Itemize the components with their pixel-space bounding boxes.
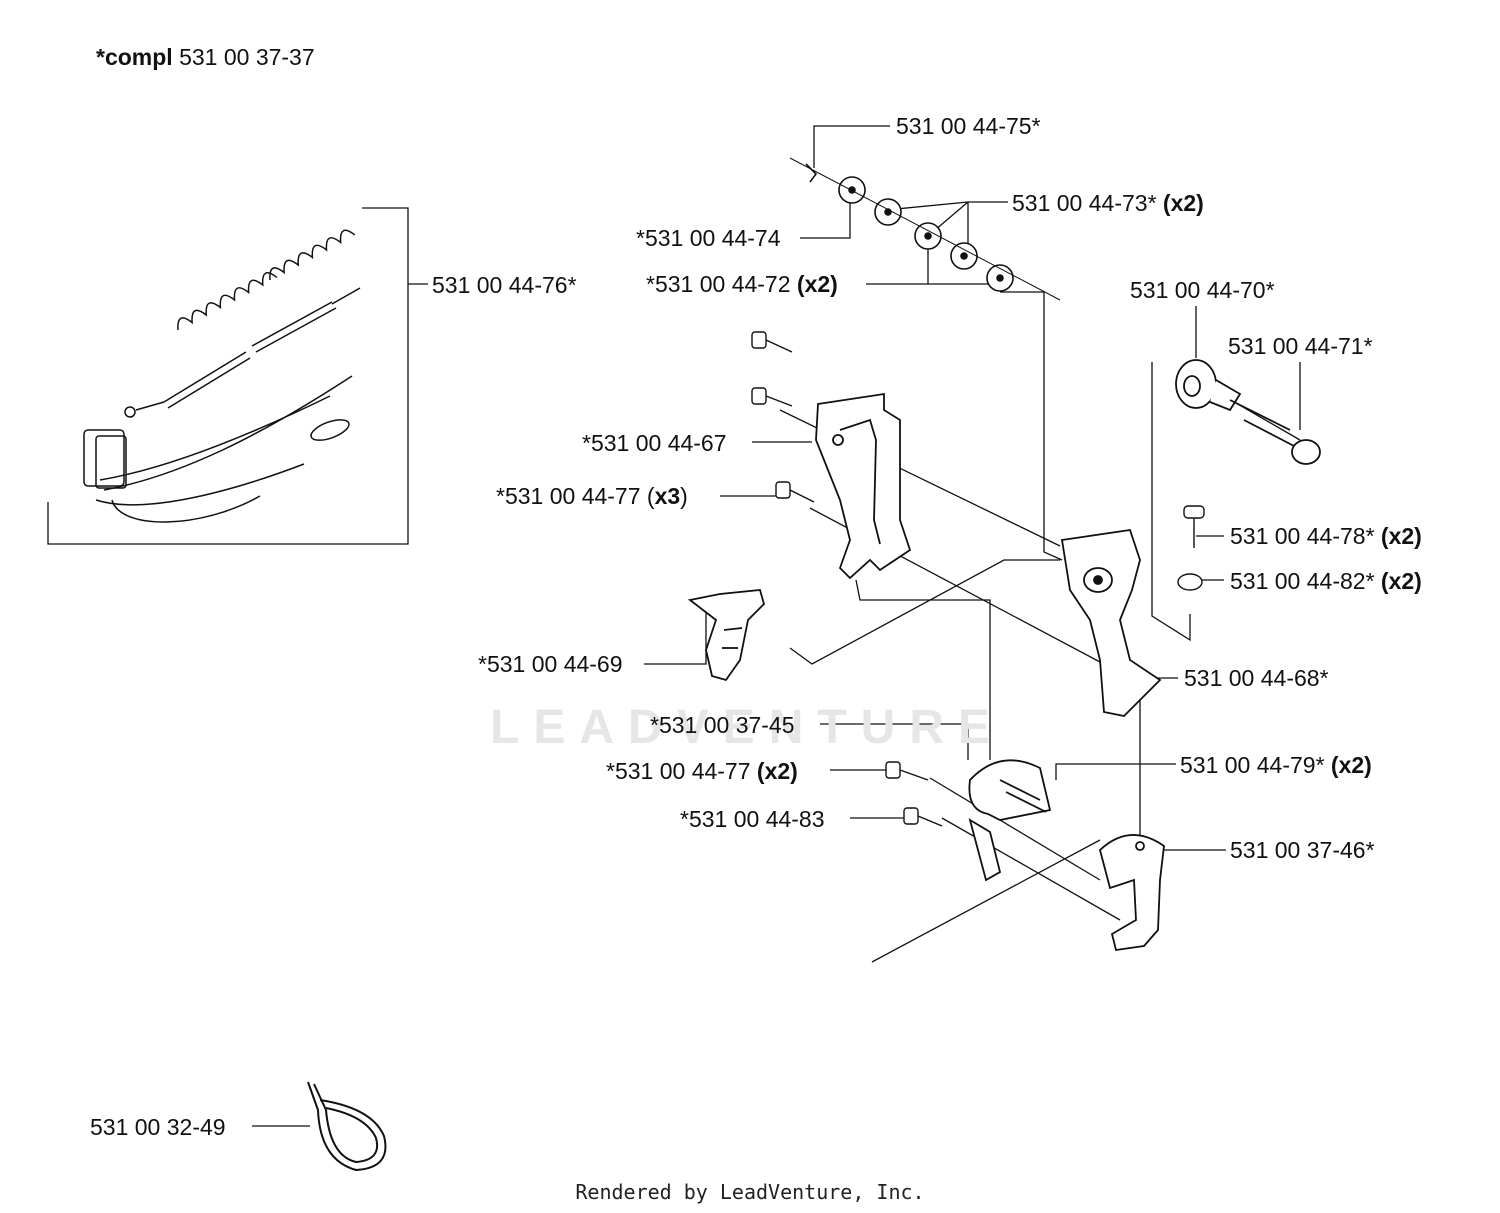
callout-text: 531 00 44-70*: [1130, 277, 1275, 303]
callout-531-00-44-69[interactable]: *531 00 44-69: [478, 651, 623, 677]
spring-2: [269, 229, 356, 281]
callout-531-00-44-75[interactable]: 531 00 44-75*: [896, 113, 1041, 139]
cable-tie: [307, 1081, 387, 1172]
handle-right-half: [1060, 528, 1162, 717]
header-prefix: *compl: [96, 44, 173, 70]
callout-531-00-44-79[interactable]: 531 00 44-79* (x2): [1180, 752, 1372, 778]
callout-text: *531 00 44-67: [582, 430, 727, 456]
trigger: [687, 589, 766, 682]
callout-text: 531 00 44-79*: [1180, 752, 1325, 778]
render-credit: Rendered by LeadVenture, Inc.: [575, 1180, 925, 1204]
cable-kit: [83, 229, 361, 523]
callout-qty: (x2): [1380, 568, 1422, 594]
callout-text: 531 00 37-46*: [1230, 837, 1375, 863]
callout-text: 531 00 44-68*: [1184, 665, 1329, 691]
callout-531-00-44-82[interactable]: 531 00 44-82* (x2): [1230, 568, 1422, 594]
handle-left-half: [815, 392, 912, 580]
callout-qty: (x2): [1380, 523, 1422, 549]
control-knob: [1175, 359, 1321, 465]
callout-qty: (x2): [1330, 752, 1372, 778]
callout-531-00-44-71[interactable]: 531 00 44-71*: [1228, 333, 1373, 359]
callout-text: 531 00 44-75*: [896, 113, 1041, 139]
callout-531-00-44-76[interactable]: 531 00 44-76*: [432, 272, 577, 298]
callout-text: 531 00 44-82*: [1230, 568, 1375, 594]
callout-531-00-44-78[interactable]: 531 00 44-78* (x2): [1230, 523, 1422, 549]
callout-531-00-44-77-x3[interactable]: *531 00 44-77 (x3): [496, 483, 688, 509]
callout-531-00-32-49[interactable]: 531 00 32-49: [90, 1114, 226, 1140]
screws: [751, 331, 1205, 827]
callout-text: *531 00 44-74: [636, 225, 781, 251]
callout-qty: x3: [654, 483, 681, 509]
callout-suffix: ): [680, 483, 688, 509]
header-part: 531 00 37-37: [179, 44, 315, 70]
callout-531-00-37-45[interactable]: *531 00 37-45: [650, 712, 795, 738]
washer-stack: [789, 157, 1061, 301]
callout-531-00-44-72[interactable]: *531 00 44-72 (x2): [646, 271, 838, 297]
callout-qty: (x2): [796, 271, 838, 297]
callout-531-00-44-77-x2[interactable]: *531 00 44-77 (x2): [606, 758, 798, 784]
callout-531-00-44-83[interactable]: *531 00 44-83: [680, 806, 825, 832]
kit-header: *compl 531 00 37-37: [96, 44, 315, 70]
callout-531-00-44-70[interactable]: 531 00 44-70*: [1130, 277, 1275, 303]
callout-531-00-44-67[interactable]: *531 00 44-67: [582, 430, 727, 456]
callout-text: 531 00 32-49: [90, 1114, 226, 1140]
callout-531-00-44-74[interactable]: *531 00 44-74: [636, 225, 781, 251]
spring-1: [177, 272, 278, 331]
clamp-upper: [968, 759, 1052, 882]
callout-qty: (x2): [756, 758, 798, 784]
callout-text: *531 00 44-77 (: [496, 483, 655, 509]
callout-text: 531 00 44-71*: [1228, 333, 1373, 359]
callout-text: *531 00 37-45: [650, 712, 795, 738]
callout-text: 531 00 44-73*: [1012, 190, 1157, 216]
callout-text: *531 00 44-83: [680, 806, 825, 832]
callout-text: 531 00 44-78*: [1230, 523, 1375, 549]
callout-531-00-44-73[interactable]: 531 00 44-73* (x2): [1012, 190, 1204, 216]
callout-text: *531 00 44-69: [478, 651, 623, 677]
callout-text: *531 00 44-72: [646, 271, 791, 297]
callout-531-00-44-68[interactable]: 531 00 44-68*: [1184, 665, 1329, 691]
callout-text: *531 00 44-77: [606, 758, 751, 784]
callout-qty: (x2): [1162, 190, 1204, 216]
watermark: LEADVENTURE: [490, 701, 1005, 754]
clamp-lower: [1098, 834, 1165, 952]
kit-bracket: [47, 207, 409, 545]
callout-text: 531 00 44-76*: [432, 272, 577, 298]
callout-531-00-37-46[interactable]: 531 00 37-46*: [1230, 837, 1375, 863]
